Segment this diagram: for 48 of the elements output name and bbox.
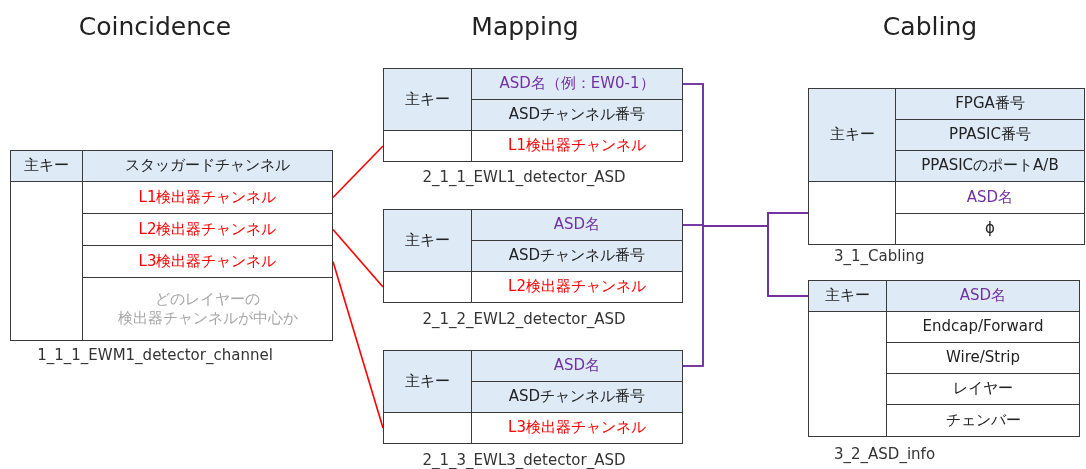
table-name: 3_1_Cabling <box>834 247 925 265</box>
header-cell: ASD名 <box>472 351 682 381</box>
database-table <box>10 150 333 341</box>
header-cell: 主キー <box>384 351 471 412</box>
header-cell: 主キー <box>384 69 471 130</box>
header-cell: 主キー <box>809 89 895 181</box>
table-name: 1_1_1_EWM1_detector_channel <box>37 346 273 364</box>
database-table <box>383 209 683 303</box>
table-name: 2_1_3_EWL3_detector_ASD <box>422 451 626 469</box>
connector-line <box>332 145 384 199</box>
header-cell: FPGA番号 <box>896 89 1084 119</box>
database-table <box>808 280 1080 437</box>
header-cell: スタッガードチャンネル <box>83 151 332 181</box>
section-title: Cabling <box>882 12 978 41</box>
table-cell: L2検出器チャンネル <box>83 214 332 245</box>
table-cell: レイヤー <box>887 374 1079 404</box>
table-name: 2_1_2_EWL2_detector_ASD <box>422 310 626 328</box>
database-table <box>808 88 1085 245</box>
table-cell: L3検出器チャンネル <box>83 246 332 277</box>
database-table <box>383 68 683 162</box>
table-cell: Wire/Strip <box>887 343 1079 373</box>
table-cell: Endcap/Forward <box>887 312 1079 342</box>
database-table <box>383 350 683 444</box>
header-cell: ASDチャンネル番号 <box>472 241 682 271</box>
table-cell: L3検出器チャンネル <box>472 413 682 443</box>
table-cell: ASD名 <box>896 182 1084 213</box>
table-cell: L1検出器チャンネル <box>472 131 682 161</box>
header-cell: ASD名 <box>887 281 1079 311</box>
header-cell: PPASICのポートA/B <box>896 151 1084 181</box>
header-cell: PPASIC番号 <box>896 120 1084 150</box>
table-cell: チェンバー <box>887 405 1079 436</box>
header-cell: ASD名（例：EW0-1） <box>472 69 682 99</box>
table-name: 3_2_ASD_info <box>834 445 936 463</box>
table-cell: ϕ <box>896 214 1084 244</box>
empty-cell <box>809 182 895 244</box>
table-name: 2_1_1_EWL1_detector_ASD <box>422 168 626 186</box>
table-cell: L1検出器チャンネル <box>83 182 332 213</box>
table-cell: どのレイヤーの検出器チャンネルが中心か <box>83 278 332 340</box>
header-cell: ASDチャンネル番号 <box>472 100 682 130</box>
header-cell: 主キー <box>809 281 886 311</box>
section-title: Coincidence <box>78 12 232 41</box>
header-cell: ASD名 <box>472 210 682 240</box>
header-cell: ASDチャンネル番号 <box>472 382 682 412</box>
header-cell: 主キー <box>384 210 471 271</box>
section-title: Mapping <box>471 12 579 41</box>
connector-line <box>332 228 384 288</box>
header-cell: 主キー <box>11 151 82 181</box>
table-cell: L2検出器チャンネル <box>472 272 682 302</box>
